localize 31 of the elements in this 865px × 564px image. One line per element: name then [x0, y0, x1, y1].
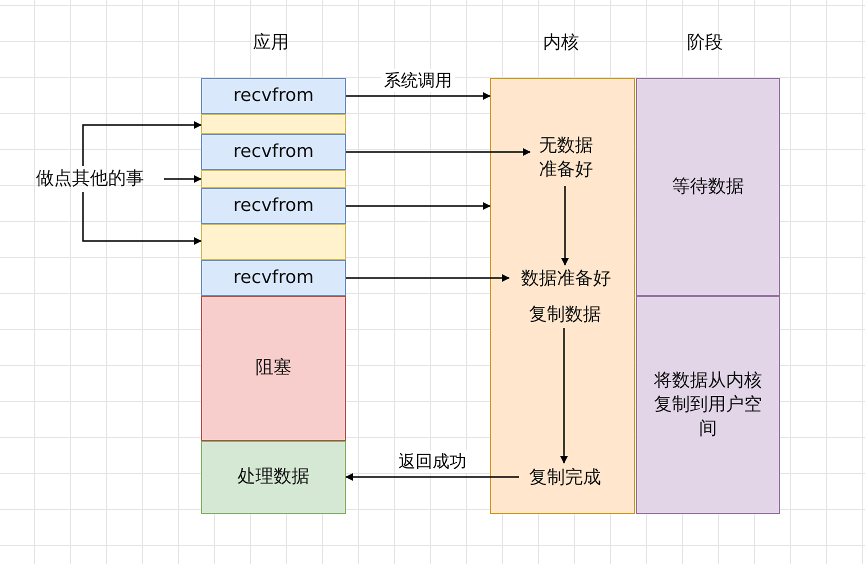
kernel-column — [490, 78, 635, 514]
arrow — [560, 328, 568, 464]
process-box: recvfrom — [201, 134, 346, 170]
phase-box: 等待数据 — [636, 78, 780, 296]
arrow — [346, 92, 491, 100]
process-box: recvfrom — [201, 78, 346, 114]
note-text: 做点其他的事 — [16, 166, 164, 192]
process-box: recvfrom — [201, 260, 346, 296]
arrow — [346, 202, 491, 210]
arrow — [346, 274, 510, 282]
idle-slot-box — [201, 224, 346, 260]
arrow — [346, 148, 531, 156]
column-heading: 内核 — [543, 31, 579, 54]
status-text: 数据准备好 — [510, 266, 622, 292]
process-box: recvfrom — [201, 188, 346, 224]
status-text: 复制完成 — [520, 464, 610, 492]
status-text: 复制数据 — [520, 301, 610, 329]
arrow — [561, 186, 569, 266]
column-heading: 阶段 — [687, 31, 723, 54]
idle-slot-box — [201, 170, 346, 188]
arrow — [82, 121, 202, 166]
idle-slot-box — [201, 114, 346, 134]
status-text: 无数据准备好 — [531, 129, 601, 187]
column-heading: 应用 — [253, 31, 289, 54]
arrow — [345, 473, 519, 481]
edge-label: 系统调用 — [381, 69, 455, 92]
arrow — [82, 192, 202, 245]
arrow — [164, 175, 202, 183]
blocked-box: 阻塞 — [201, 296, 346, 441]
phase-box: 将数据从内核复制到用户空间 — [636, 296, 780, 514]
process-box: 处理数据 — [201, 441, 346, 514]
